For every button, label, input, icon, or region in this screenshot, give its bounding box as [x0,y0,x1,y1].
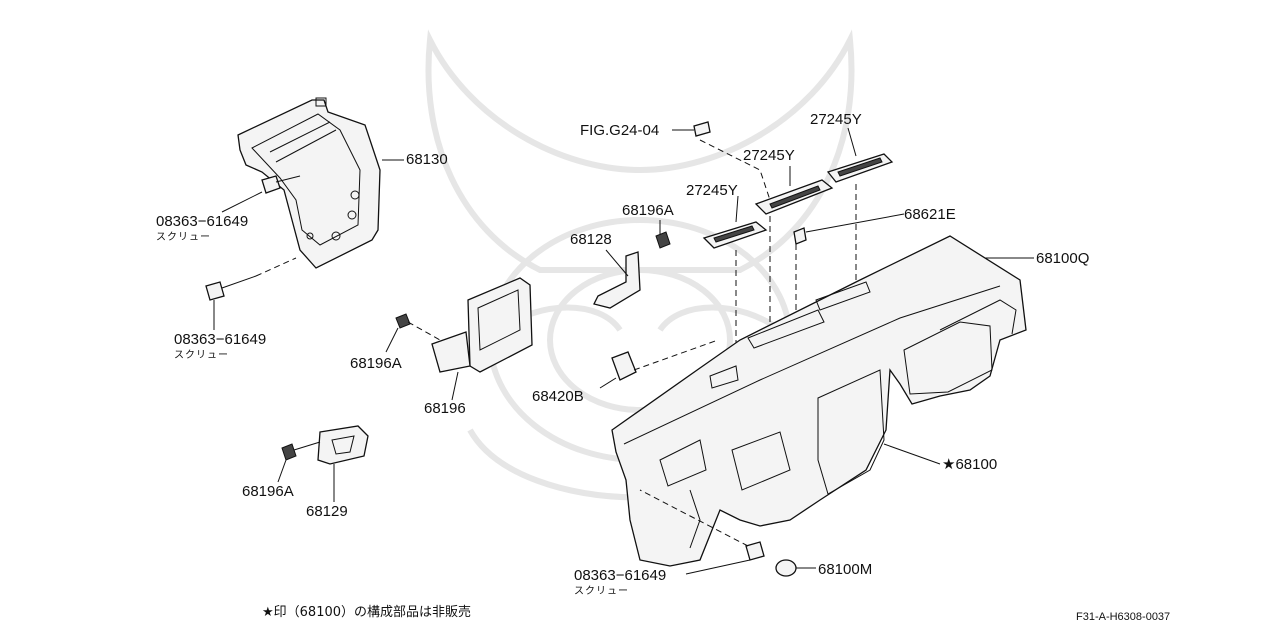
switch-27245Y-2[interactable] [754,179,834,215]
screw-68196A-left[interactable] [395,313,441,341]
label-68196: 68196 [424,400,466,417]
label-68130: 68130 [406,151,448,168]
screw-08363-panel[interactable] [745,541,765,561]
screw-68196A-center[interactable] [655,231,671,249]
label-08363-upper: 08363−61649 [156,213,249,230]
label-68128: 68128 [570,231,612,248]
screw-68196A-lower[interactable] [281,441,321,461]
label-08363-panel: 08363−61649 [574,567,667,584]
label-68196A-left: 68196A [350,355,402,372]
desc-08363-upper: スクリュー [156,232,211,243]
label-68129: 68129 [306,503,348,520]
instrument-panel-68100[interactable] [611,235,1027,567]
screw-08363-lower[interactable] [205,275,257,301]
label-27245Y-2: 27245Y [743,147,795,164]
label-fig-ref: FIG.G24-04 [580,122,660,139]
screw-08363-upper[interactable] [261,175,301,194]
label-68420B: 68420B [532,388,584,405]
label-27245Y-1: 27245Y [686,182,738,199]
part-68128-bracket[interactable] [593,251,641,309]
clip-68621E[interactable] [793,227,807,245]
label-68100M: 68100M [818,561,873,578]
label-27245Y-3: 27245Y [810,111,862,128]
part-68130-frame[interactable] [237,97,381,269]
switch-27245Y-3[interactable] [826,153,894,183]
label-68100: ★68100 [942,456,998,473]
part-68196-bracket[interactable] [431,277,533,373]
label-68196A-center: 68196A [622,202,674,219]
diagram-code: F31-A-H6308-0037 [1076,611,1171,623]
desc-08363-lower: スクリュー [174,350,229,361]
footnote: ★印（68100）の構成部品は非販売 [262,605,472,620]
cap-68100M[interactable] [775,559,797,577]
clip-fig-g24-04[interactable] [693,121,711,137]
label-68196A-lower: 68196A [242,483,294,500]
desc-08363-panel: スクリュー [574,586,629,597]
part-68129-bracket[interactable] [317,425,369,465]
label-68621E: 68621E [904,206,956,223]
part-68420B-clip[interactable] [611,351,637,381]
label-68100Q: 68100Q [1036,250,1090,267]
switch-27245Y-1[interactable] [702,221,768,249]
label-08363-lower: 08363−61649 [174,331,267,348]
